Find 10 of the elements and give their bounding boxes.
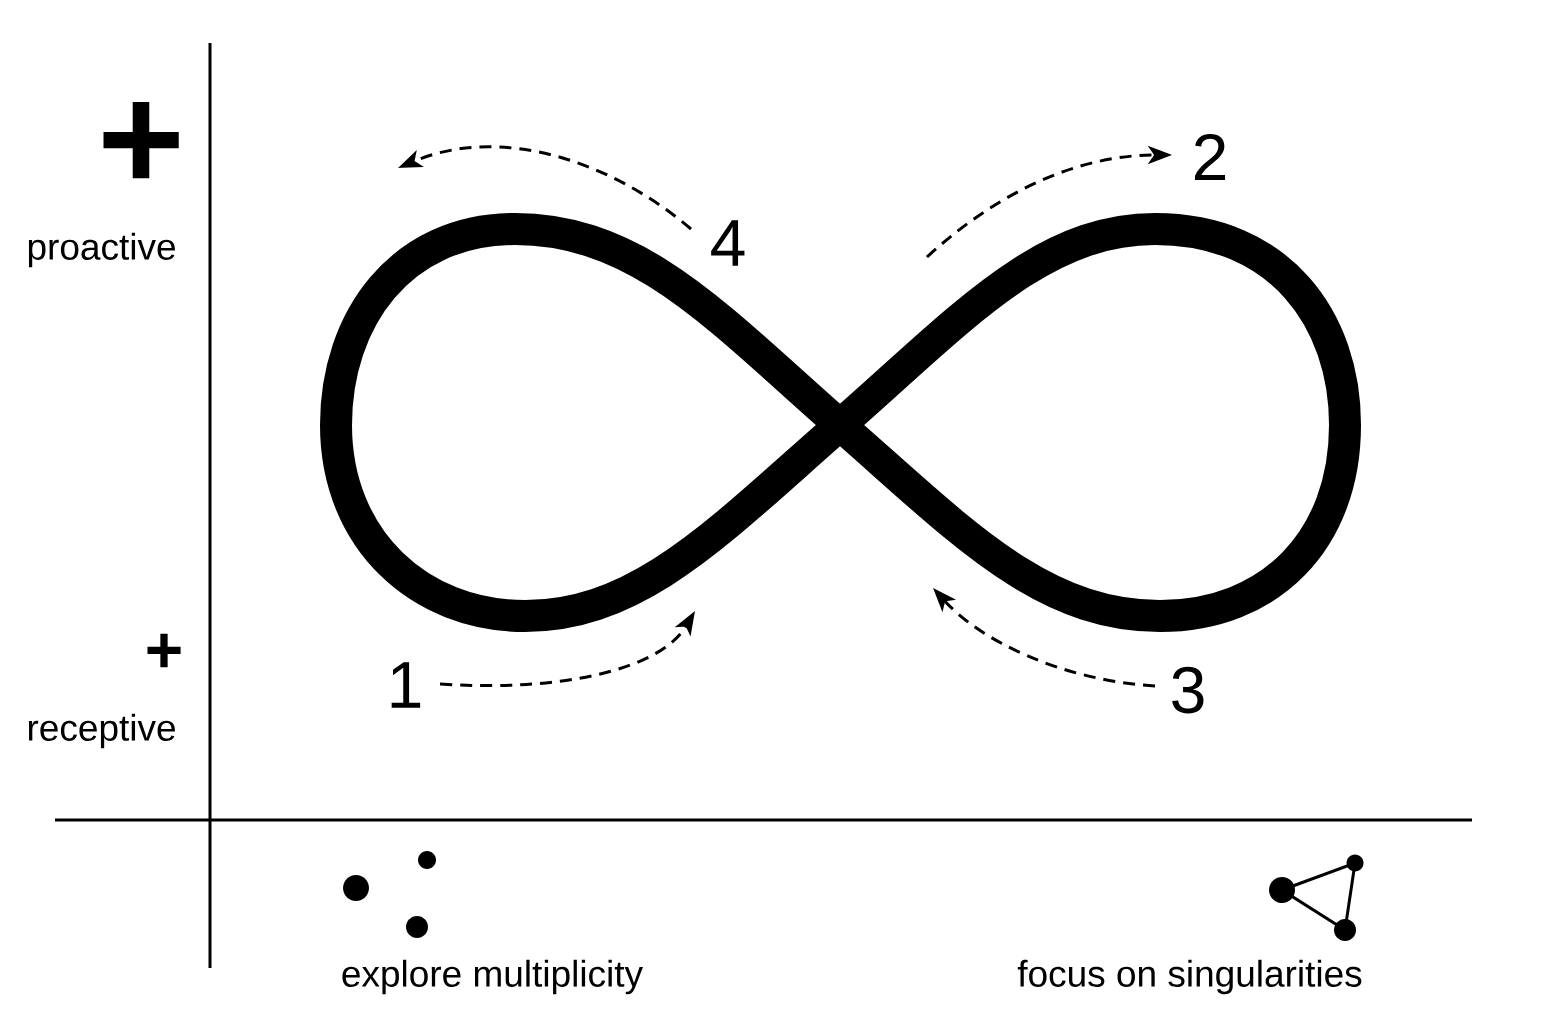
axis-label: explore multiplicity bbox=[342, 959, 643, 995]
plus-sign: + bbox=[103, 102, 179, 179]
axis-label: receptive bbox=[28, 713, 175, 749]
step-number: 4 bbox=[711, 220, 745, 266]
axis-label: focus on singularities bbox=[1017, 959, 1362, 995]
step-number: 3 bbox=[1172, 666, 1204, 714]
plus-sign: + bbox=[147, 633, 181, 668]
step-number: 2 bbox=[1195, 133, 1226, 181]
step-number: 1 bbox=[391, 662, 421, 708]
axis-label: proactive bbox=[28, 232, 175, 268]
